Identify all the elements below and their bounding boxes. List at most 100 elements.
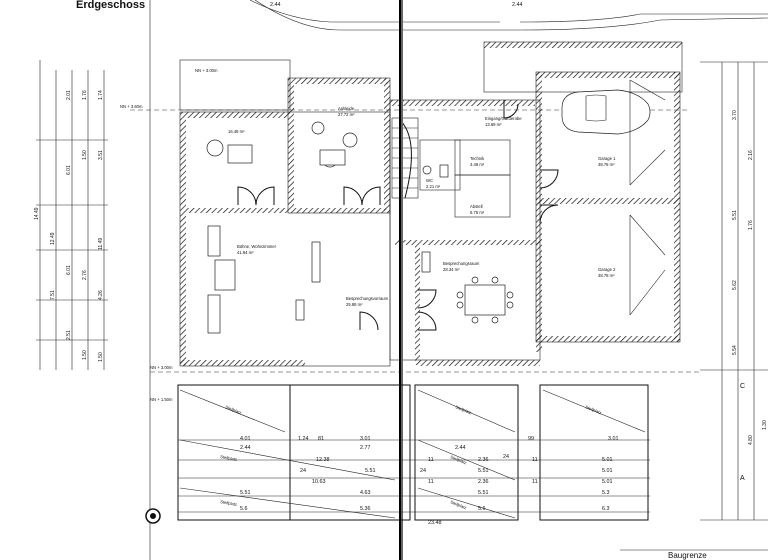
svg-text:5.36: 5.36 bbox=[360, 506, 371, 512]
furniture-ankleide bbox=[311, 121, 358, 168]
garage-markings bbox=[629, 79, 666, 316]
dim-left3-1: 2.01 bbox=[66, 90, 72, 100]
level-mark-1: NN + 3.00m bbox=[195, 68, 218, 73]
level-mark-3: NN + 3.00m bbox=[150, 365, 173, 370]
svg-text:2.16: 2.16 bbox=[748, 150, 754, 160]
dim-left4-2: 1.50 bbox=[82, 150, 88, 160]
level-mark-4: NN + 1.50m bbox=[150, 397, 173, 402]
room-labels: 16.48 m² Ankleide 27.72 m² Eingang/Garde… bbox=[228, 106, 616, 307]
furniture-living bbox=[207, 225, 321, 334]
dim-left3-2: 6.01 bbox=[66, 165, 72, 175]
svg-text:81: 81 bbox=[318, 436, 324, 442]
staircase bbox=[391, 117, 419, 199]
furniture-meeting bbox=[421, 251, 514, 324]
svg-text:5.3: 5.3 bbox=[602, 490, 610, 496]
svg-text:5.51: 5.51 bbox=[240, 490, 251, 496]
room-abstell-area: 6.75 m² bbox=[470, 210, 485, 215]
svg-text:11: 11 bbox=[428, 457, 434, 463]
svg-text:1.30: 1.30 bbox=[762, 420, 768, 430]
room-kueche-area: 25.88 m² bbox=[346, 302, 363, 307]
room-kueche-name: Besprechungsvorraum bbox=[346, 296, 389, 301]
svg-text:5.51: 5.51 bbox=[478, 490, 489, 496]
room-garage2-name: Garage 2 bbox=[598, 267, 616, 272]
svg-text:4.63: 4.63 bbox=[360, 490, 371, 496]
room-ankleide-name: Ankleide bbox=[338, 106, 355, 111]
dim-top-2: 2.44 bbox=[512, 2, 523, 8]
dim-left2-2: 7.51 bbox=[50, 290, 56, 300]
dim-left5-1: 1.74 bbox=[98, 90, 104, 100]
parking-label-1: Stellplatz bbox=[225, 404, 243, 415]
room-besprechung-name: Besprechungsraum bbox=[443, 261, 480, 266]
car-icon bbox=[561, 89, 651, 135]
baugrenze-label: Baugrenze bbox=[668, 551, 707, 560]
svg-text:3.01: 3.01 bbox=[360, 436, 371, 442]
svg-text:11: 11 bbox=[532, 457, 538, 463]
room-eingang-area: 13.69 m² bbox=[485, 122, 502, 127]
svg-text:3.01: 3.01 bbox=[608, 436, 619, 442]
svg-text:2.36: 2.36 bbox=[478, 479, 489, 485]
dim-left5-5: 1.50 bbox=[98, 352, 104, 362]
svg-text:24: 24 bbox=[300, 468, 306, 474]
parking-label-5: Stellplatz bbox=[450, 454, 468, 465]
room-eingang-name: Eingang/Garderobe bbox=[485, 116, 522, 121]
doors bbox=[237, 100, 559, 331]
room-wc-area: 2.21 m² bbox=[426, 184, 441, 189]
dim-left4-4: 1.50 bbox=[82, 350, 88, 360]
level-mark-2: NN + 3.60m bbox=[120, 104, 143, 109]
plan-title: Erdgeschoss bbox=[76, 0, 145, 11]
room-besprechung-area: 28.34 m² bbox=[443, 267, 460, 272]
room-technik-name: Technik bbox=[470, 156, 485, 161]
svg-text:10.63: 10.63 bbox=[312, 479, 326, 485]
svg-text:5.51: 5.51 bbox=[365, 468, 376, 474]
parking-label-3: Stellplatz bbox=[585, 404, 603, 415]
room-technik-area: 3.48 m² bbox=[470, 162, 485, 167]
bottom-dimensions: 4.01 1.24 81 3.01 99 3.01 2.44 2.77 2.44… bbox=[240, 436, 619, 526]
svg-text:5.62: 5.62 bbox=[732, 280, 738, 290]
svg-text:5.01: 5.01 bbox=[602, 479, 613, 485]
svg-text:6.3: 6.3 bbox=[602, 506, 610, 512]
parking-label-7: Stellplatz bbox=[450, 499, 468, 510]
svg-text:2.36: 2.36 bbox=[478, 457, 489, 463]
svg-text:2.77: 2.77 bbox=[360, 445, 371, 451]
svg-text:3.70: 3.70 bbox=[732, 110, 738, 120]
svg-text:2.44: 2.44 bbox=[455, 445, 466, 451]
furniture-wc bbox=[422, 164, 449, 178]
dim-left5-3: 2.51 bbox=[66, 330, 72, 340]
svg-text:5.51: 5.51 bbox=[732, 210, 738, 220]
survey-point-icon bbox=[145, 508, 161, 524]
svg-text:1.76: 1.76 bbox=[748, 220, 754, 230]
room-wc-name: WC bbox=[426, 178, 433, 183]
svg-text:5.54: 5.54 bbox=[732, 345, 738, 355]
svg-text:24: 24 bbox=[420, 468, 426, 474]
room-ankleide-area: 27.72 m² bbox=[338, 112, 355, 117]
dim-left4-3: 2.76 bbox=[82, 270, 88, 280]
parking-label-2: Stellplatz bbox=[455, 404, 473, 415]
dim-left5-2: 3.51 bbox=[98, 150, 104, 160]
svg-text:11: 11 bbox=[532, 479, 538, 485]
svg-text:99: 99 bbox=[528, 436, 534, 442]
svg-text:4.80: 4.80 bbox=[748, 435, 754, 445]
dim-left5-4: 4.26 bbox=[98, 290, 104, 300]
parking-label-4: Stellplatz bbox=[220, 454, 238, 462]
svg-text:4.01: 4.01 bbox=[240, 436, 251, 442]
room-zimmer-area: 16.48 m² bbox=[228, 129, 245, 134]
mark-c: C bbox=[740, 383, 745, 390]
svg-text:24: 24 bbox=[503, 454, 509, 460]
dim-left3-4: 11.49 bbox=[98, 238, 104, 250]
furniture-bedroom bbox=[206, 139, 253, 164]
dim-left2-1: 12.49 bbox=[50, 232, 56, 245]
left-dimension-chains bbox=[36, 60, 108, 370]
room-abstell-name: Abstell bbox=[470, 204, 483, 209]
svg-text:2.44: 2.44 bbox=[240, 445, 251, 451]
room-wohnen-name: Bühne, Wohnzimmer bbox=[237, 244, 277, 249]
room-garage2-area: 38.78 m² bbox=[598, 273, 615, 278]
svg-text:5.6: 5.6 bbox=[240, 506, 248, 512]
room-garage1-area: 38.78 m² bbox=[598, 162, 615, 167]
dim-top-1: 2.44 bbox=[270, 2, 281, 8]
svg-text:1.24: 1.24 bbox=[298, 436, 309, 442]
svg-text:5.01: 5.01 bbox=[602, 457, 613, 463]
mark-a: A bbox=[740, 475, 745, 482]
svg-text:11: 11 bbox=[428, 479, 434, 485]
svg-text:5.6: 5.6 bbox=[478, 506, 486, 512]
